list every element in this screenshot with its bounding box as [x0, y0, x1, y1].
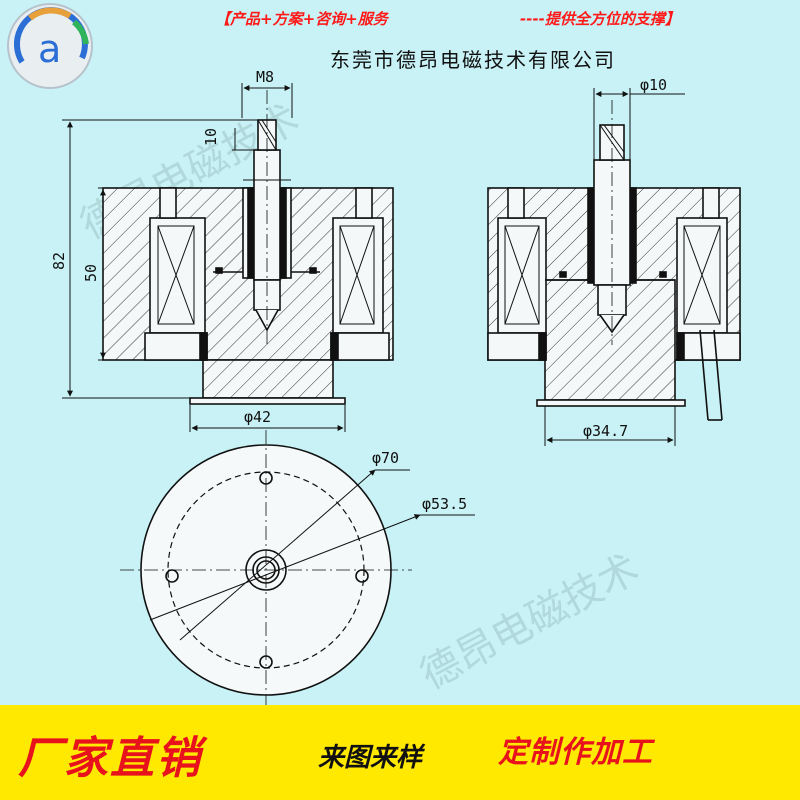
custom-drawing-label: 来图来样: [318, 743, 423, 773]
stroke-dimension: 10: [202, 128, 220, 146]
logo: a: [7, 3, 93, 89]
left-section-view: [102, 90, 394, 405]
company-name: 东莞市德昂电磁技术有限公司: [330, 48, 616, 72]
logo-letter: a: [38, 27, 61, 71]
total-height-dimension: 82: [50, 252, 68, 270]
plan-view: [120, 430, 475, 708]
right-base-diameter: φ34.7: [583, 422, 628, 440]
bolt-circle-diameter: φ53.5: [422, 495, 467, 513]
thread-dimension: M8: [256, 68, 274, 86]
left-base-diameter: φ42: [244, 408, 271, 426]
slogan-left: 【产品+方案+咨询+服务: [215, 10, 388, 28]
watermark-text-2: 德昂电磁技术: [413, 546, 647, 699]
slogan-right: ----提供全方位的支撑】: [520, 10, 680, 28]
shaft-diameter: φ10: [640, 76, 667, 94]
factory-direct-label: 厂家直销: [18, 733, 202, 784]
right-dimensions: [544, 88, 685, 446]
left-dimensions: [62, 83, 346, 432]
promo-banner: [0, 705, 800, 800]
body-height-dimension: 50: [82, 264, 100, 282]
right-section-view: [487, 100, 741, 421]
custom-process-label: 定制作加工: [498, 735, 653, 770]
outer-diameter: φ70: [372, 449, 399, 467]
